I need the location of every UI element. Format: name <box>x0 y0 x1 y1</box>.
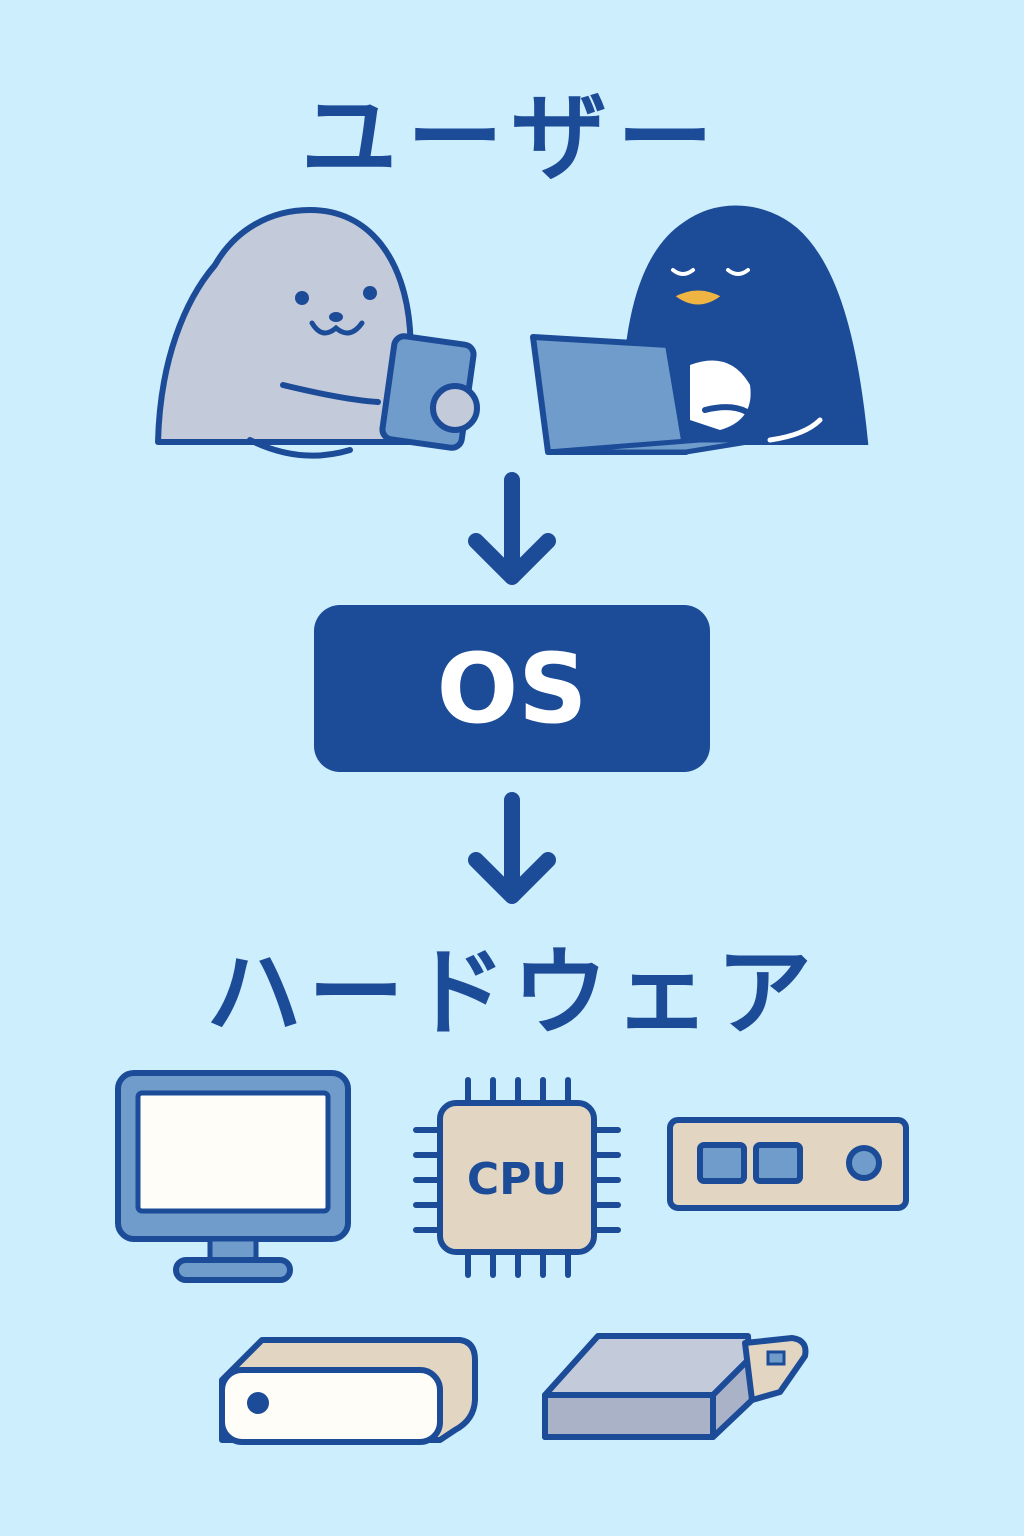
down-arrow-icon-2 <box>468 792 556 904</box>
external-drive-icon <box>219 1337 478 1445</box>
usb-stick-icon <box>542 1333 809 1440</box>
cpu-label: CPU <box>467 1154 567 1205</box>
seal-character <box>155 207 418 459</box>
user-label: ユーザー <box>300 82 724 194</box>
down-arrow-icon <box>468 472 556 585</box>
laptop-icon <box>530 334 763 455</box>
os-box: OS <box>314 605 710 772</box>
hardware-label: ハードウェア <box>206 937 818 1049</box>
os-label: OS <box>436 632 588 745</box>
rack-device-icon <box>667 1117 909 1211</box>
cpu-chip-icon: CPU <box>413 1077 621 1278</box>
tablet-icon <box>379 333 480 451</box>
monitor-icon <box>115 1070 351 1283</box>
penguin-character <box>621 205 869 445</box>
